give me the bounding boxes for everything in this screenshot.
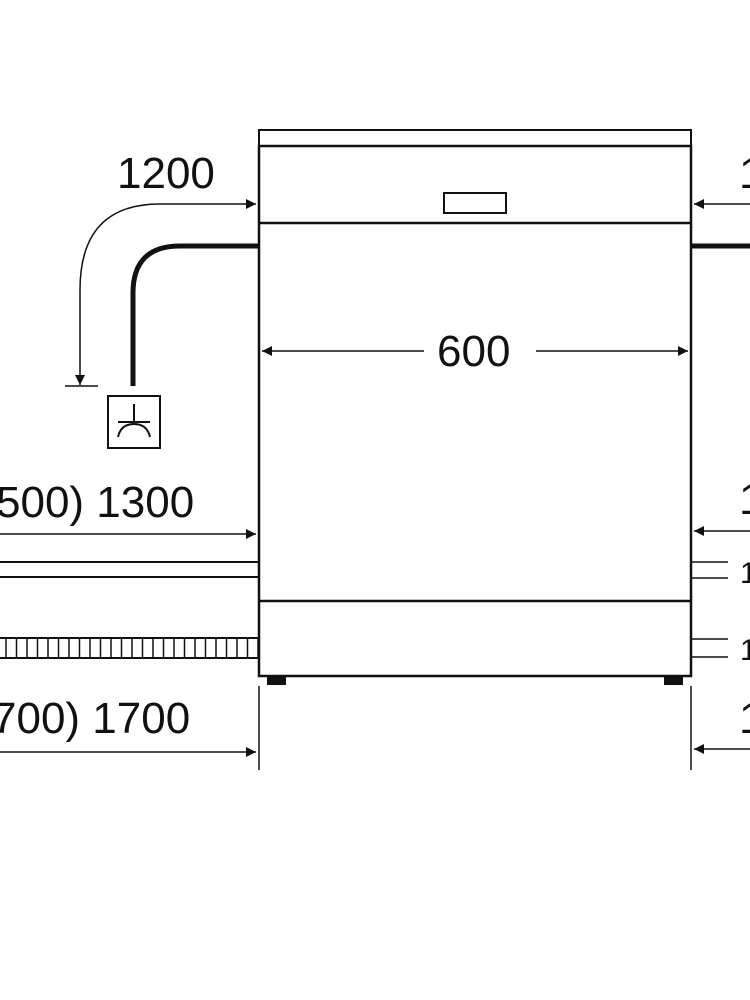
dim-label-bottom-right: 1 [739, 694, 750, 743]
power-outlet-icon [107, 395, 161, 449]
dim-label-bottom-left: 700) 1700 [0, 694, 190, 743]
appliance-top-rail [258, 129, 692, 147]
foot-left [267, 676, 286, 685]
dim-label-top-left: 1200 [117, 149, 215, 198]
dim-label-top-right: 1 [739, 149, 750, 198]
right-tick-label-1: 1 [740, 557, 750, 590]
cable-reach-arc [75, 199, 256, 385]
dim-label-middle-left: 500) 1300 [0, 478, 194, 527]
foot-right [664, 676, 683, 685]
appliance-outline [257, 144, 693, 678]
appliance-body [257, 129, 693, 685]
width-label: 600 [437, 327, 510, 376]
door-handle [443, 192, 507, 214]
right-tick-label-2: 1 [740, 634, 750, 667]
dim-label-middle-right: 1 [739, 475, 750, 524]
power-cable-left [130, 243, 259, 386]
drain-hose-left [0, 636, 260, 660]
